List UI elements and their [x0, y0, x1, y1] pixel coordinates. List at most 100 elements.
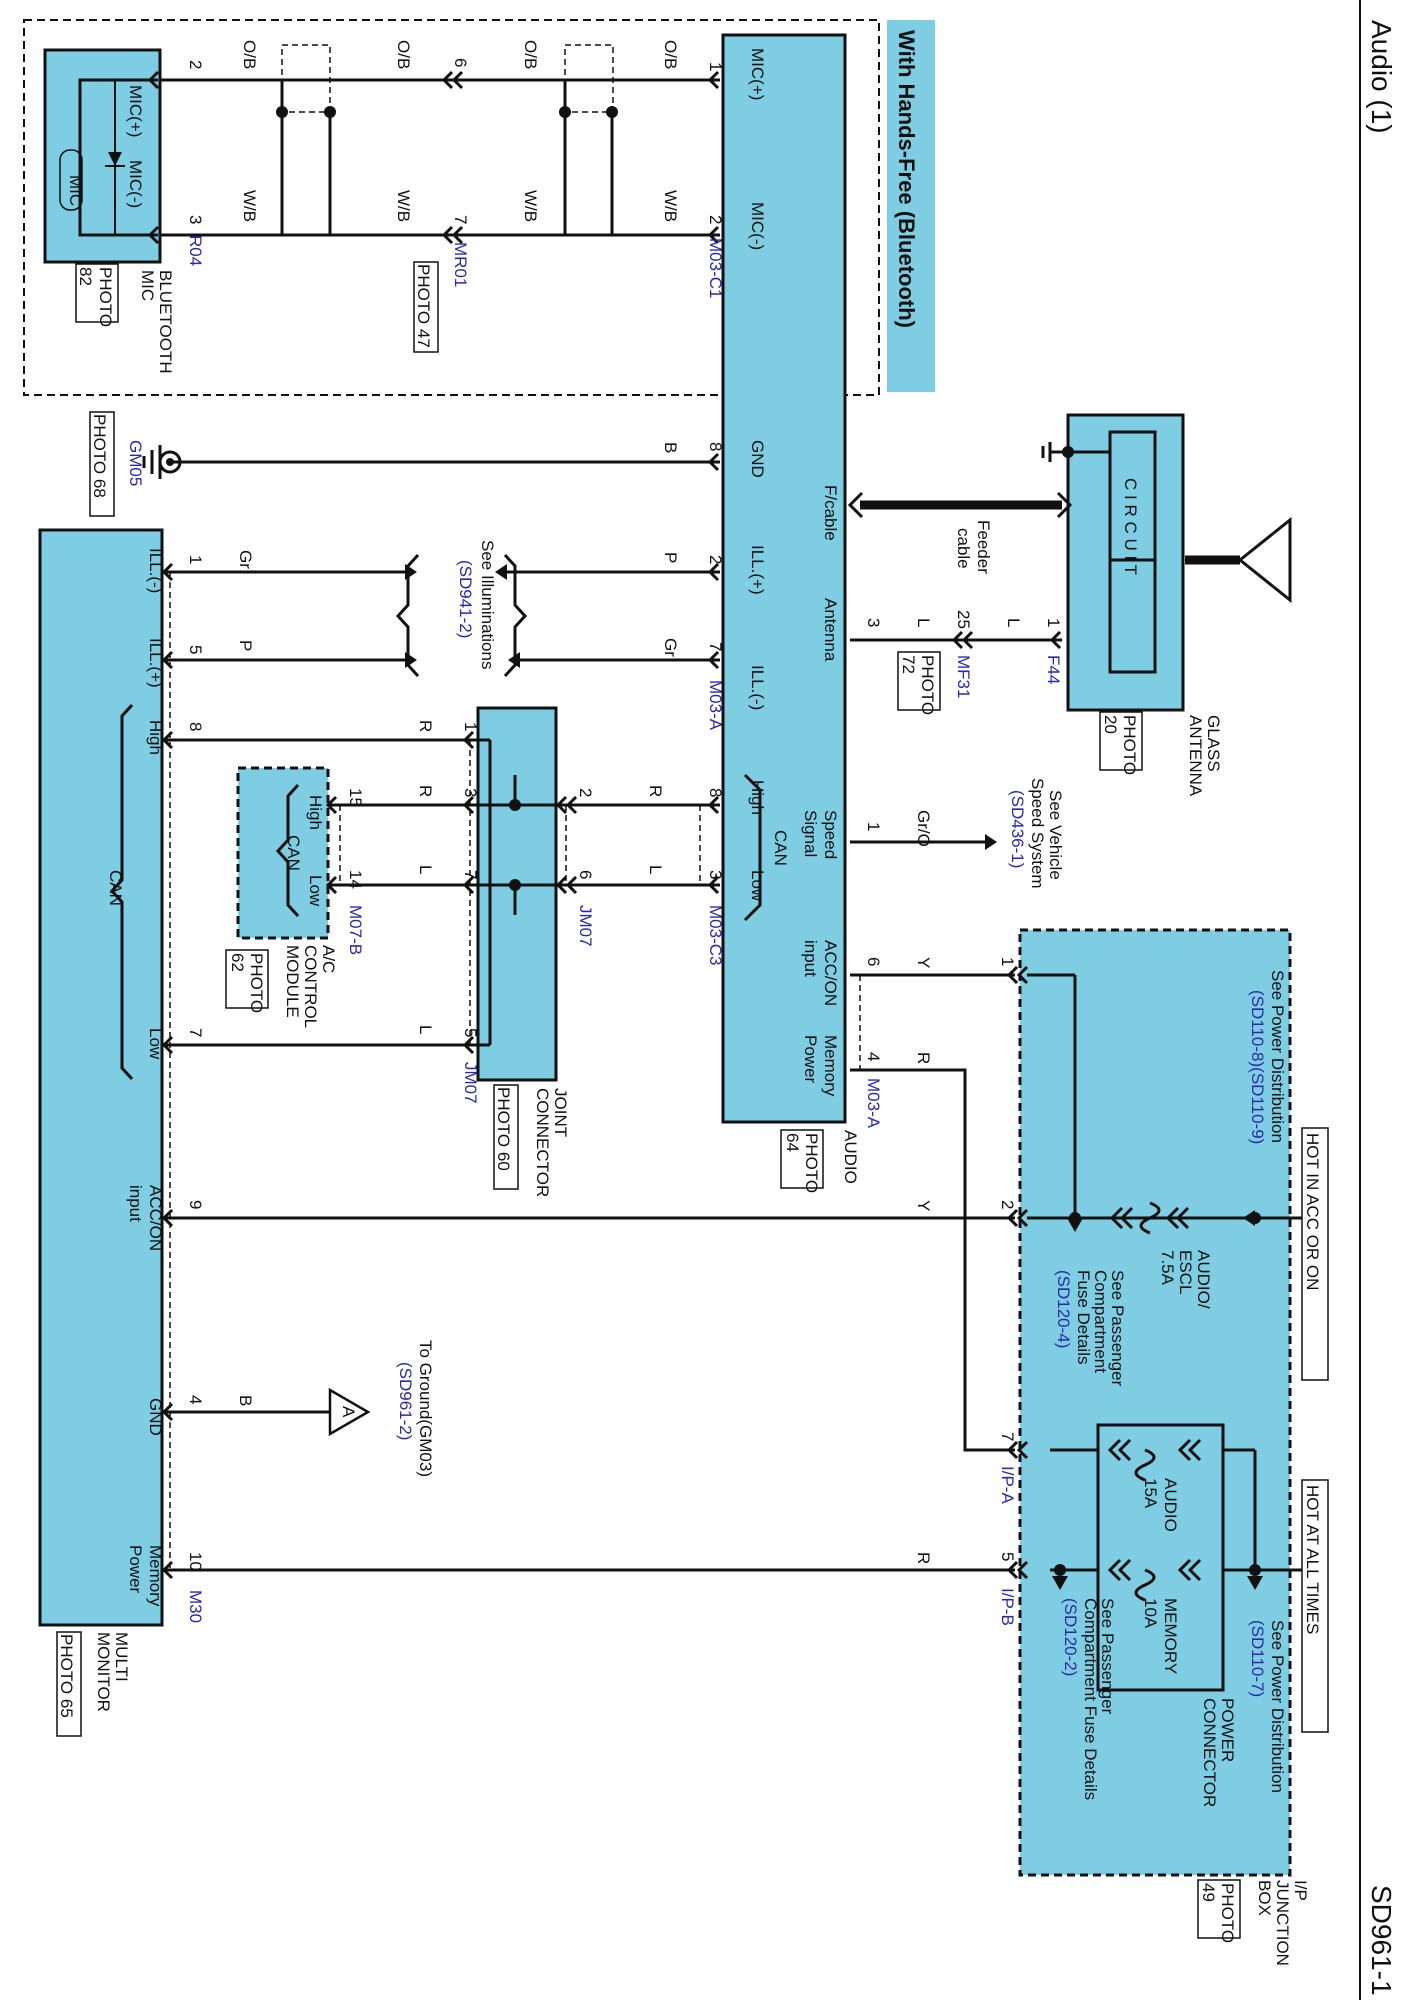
ac-photo: PHOTO — [247, 953, 266, 1013]
audio-pin-acc-2: input — [801, 940, 820, 977]
connector-m30: M30 — [186, 1590, 205, 1623]
pin-jbox-1: 1 — [998, 957, 1017, 966]
connector-mr01: MR01 — [451, 242, 470, 287]
pin-gnd-8: 8 — [706, 442, 725, 451]
monitor-mem-1: Memory — [146, 1545, 165, 1607]
pin-audio-ill-7: 7 — [706, 642, 725, 651]
wire-color-ob-1: O/B — [240, 40, 259, 69]
gm05-photo-box — [89, 411, 115, 517]
pin-speed-1: 1 — [864, 822, 883, 831]
mic-internal-wire — [78, 78, 158, 237]
connector-m03a-2: M03-A — [864, 1078, 883, 1129]
mic-name-1: BLUETOOTH — [156, 270, 175, 374]
audio-unit — [721, 33, 847, 1124]
jbox-photo: PHOTO — [1218, 1883, 1237, 1943]
handsfree-label-bg — [887, 20, 935, 392]
wire-color-ob-2: O/B — [394, 40, 413, 69]
antenna-circuit: C I R C U I T — [1121, 478, 1140, 575]
pin-mic-2: 2 — [186, 60, 205, 69]
wire-color-r-audio-mem: R — [914, 1052, 933, 1064]
pc1-line3: Fuse Details — [1074, 1270, 1093, 1364]
monitor-low: Low — [146, 1028, 165, 1060]
pin-ipb-5: 5 — [998, 1552, 1017, 1561]
jbox-name-3: BOX — [1255, 1880, 1274, 1916]
pd2-ref: (SD110-7) — [1248, 1620, 1267, 1697]
monitor-ill-minus: ILL.(-) — [146, 548, 165, 593]
mr01-photo-box — [413, 261, 439, 353]
wire-color-b-monitor: B — [236, 1395, 255, 1406]
mf31-photo: PHOTO — [918, 655, 937, 715]
mf31-photo-num: 72 — [899, 655, 918, 674]
mic-name-2: MIC — [138, 270, 157, 301]
wire-color-r-monitor-can: R — [416, 720, 435, 732]
wire-color-gnd: B — [661, 442, 680, 453]
connector-jm07-a: JM07 — [576, 905, 595, 947]
illum-brace-right — [503, 553, 528, 678]
pin-jm07-2: 2 — [576, 788, 595, 797]
monitor-photo-box — [56, 1631, 82, 1737]
fuse1-line2: ESCL — [1176, 1250, 1195, 1294]
power-connector — [1096, 1423, 1225, 1692]
pc2-line2: Compartment Fuse Details — [1081, 1598, 1100, 1800]
jbox-photo-box — [1197, 1879, 1241, 1939]
antenna-circuit-box — [1108, 430, 1157, 674]
handsfree-region — [23, 19, 880, 396]
connector-f44: F44 — [1044, 655, 1063, 684]
jbox-name-1: I/P — [1291, 1880, 1310, 1901]
hot-all-box — [1301, 1479, 1329, 1733]
pin-mr01-7: 7 — [451, 215, 470, 224]
antenna-photo: PHOTO — [1120, 715, 1139, 775]
pd1-line1: See Power Distribution — [1268, 970, 1287, 1143]
monitor-photo: PHOTO 65 — [57, 1634, 76, 1718]
pin-monitor-4: 4 — [186, 1395, 205, 1404]
ac-photo-num: 62 — [228, 953, 247, 972]
shield-box-2 — [564, 44, 614, 113]
pc1-line1: See Passenger — [1108, 1270, 1127, 1387]
joint-name-1: JOINT — [551, 1088, 570, 1137]
audio-pin-gnd: GND — [748, 440, 767, 478]
wire-color-wb-3: W/B — [521, 190, 540, 222]
audio-photo-box — [780, 1129, 824, 1189]
bluetooth-mic — [43, 48, 162, 264]
wire-color-r-ac: R — [416, 785, 435, 797]
monitor-can-brace — [109, 703, 134, 1081]
antenna-name-2: ANTENNA — [1186, 715, 1205, 797]
connector-m03a: M03-A — [706, 680, 725, 731]
fuse2-line1: AUDIO — [1161, 1478, 1180, 1532]
ac-name-2: CONTROL — [301, 945, 320, 1028]
wire-color-p-audio: P — [661, 552, 680, 563]
pd1-ref: (SD110-8)(SD110-9) — [1248, 990, 1267, 1144]
ground-ref-line1: To Ground(GM03) — [416, 1340, 435, 1477]
audio-photo-num: 64 — [783, 1133, 802, 1152]
pin-audio-can-8: 8 — [706, 788, 725, 797]
handsfree-label: With Hands-Free (Bluetooth) — [894, 30, 919, 328]
connector-gm05: GM05 — [126, 440, 145, 486]
fuse3-line1: MEMORY — [1161, 1598, 1180, 1674]
audio-pin-can-high: High — [748, 780, 767, 815]
speed-ref-2: Speed System — [1028, 778, 1047, 889]
pin-monitor-10: 10 — [186, 1552, 205, 1571]
wire-color-l-audio-can: L — [646, 865, 665, 874]
jbox-name-2: JUNCTION — [1273, 1880, 1292, 1966]
connector-m07b: M07-B — [346, 905, 365, 955]
mic-label: MIC — [66, 175, 85, 206]
mr01-photo: PHOTO 47 — [414, 264, 433, 348]
monitor-ill-plus: ILL.(+) — [146, 638, 165, 688]
connector-jm07-b: JM07 — [461, 1062, 480, 1104]
ac-name-1: A/C — [319, 945, 338, 973]
mic-element — [59, 149, 83, 211]
pin-monitor-7: 7 — [186, 1028, 205, 1037]
connector-ipb: I/P-B — [998, 1588, 1017, 1626]
audio-pin-antenna: Antenna — [821, 598, 840, 662]
monitor-high: High — [146, 720, 165, 755]
wire-color-l-antenna-2: L — [1004, 618, 1023, 627]
pin-ac-15: 15 — [346, 788, 365, 807]
joint-name-2: CONNECTOR — [533, 1088, 552, 1197]
wire-color-r-monitor-mem: R — [914, 1552, 933, 1564]
pin-jbox-2: 2 — [998, 1200, 1017, 1209]
fuse3-line2: 10A — [1141, 1598, 1160, 1629]
mf31-photo-box — [897, 651, 941, 711]
wire-color-gro: Gr/O — [914, 810, 933, 847]
wire-color-gr-monitor: Gr — [236, 550, 255, 569]
